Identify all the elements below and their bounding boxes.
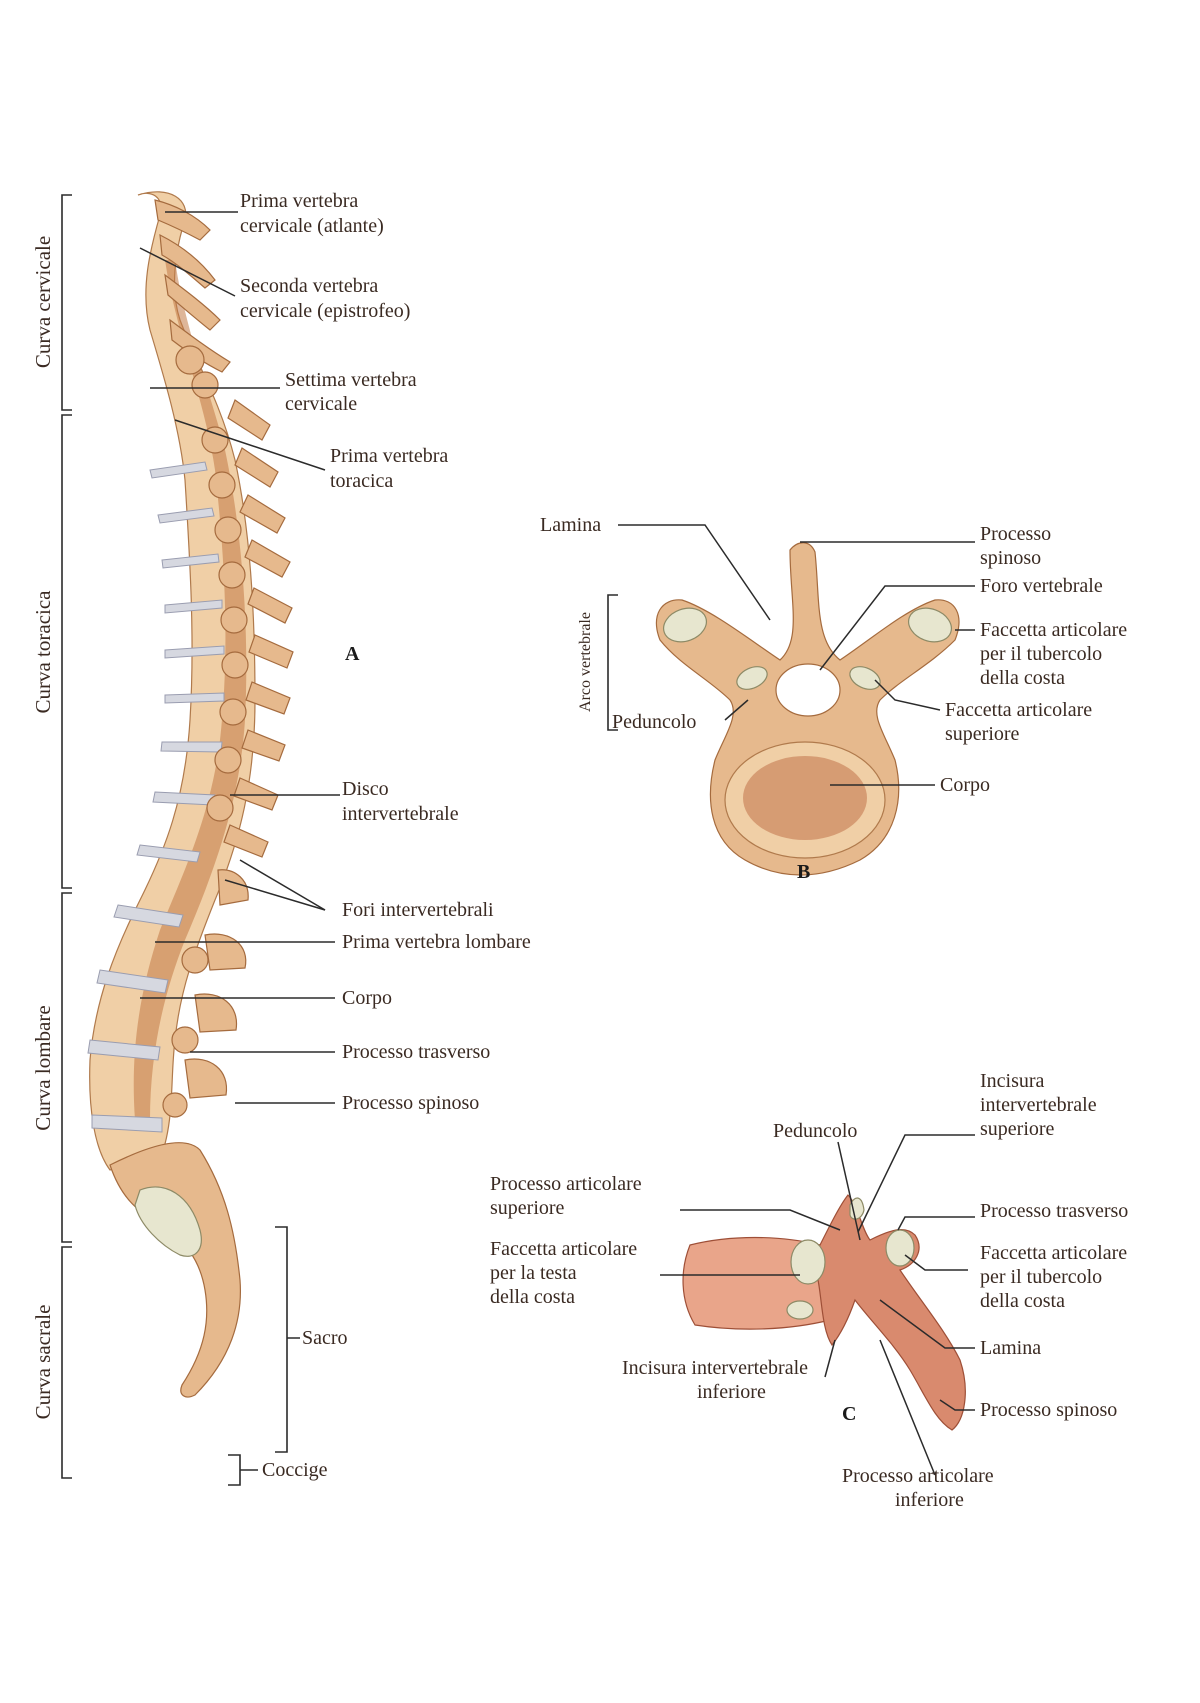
region-label-cervical: Curva cervicale — [31, 236, 55, 368]
bracket-vertebral-arch — [608, 595, 618, 730]
label-body-a: Corpo — [342, 987, 392, 1009]
label-intervertebral-foramina: Fori intervertebrali — [342, 899, 494, 921]
label-first-lumbar: Prima vertebra lombare — [342, 931, 531, 953]
vertebra-b-body-texture — [743, 756, 867, 840]
vertebra-c-head-facet-lower — [787, 1301, 813, 1319]
label-vertebral-foramen: Foro vertebrale — [980, 575, 1103, 597]
vertebra-b-foramen — [776, 664, 840, 716]
figure-letter-b: B — [797, 861, 810, 883]
region-label-lumbar: Curva lombare — [31, 1005, 55, 1130]
vertebra-c-tubercle-facet — [886, 1230, 914, 1266]
region-label-thoracic: Curva toracica — [31, 590, 55, 714]
label-transverse-process-a: Processo trasverso — [342, 1041, 490, 1063]
region-label-sacral: Curva sacrale — [31, 1305, 55, 1420]
vertebra-c-head-facet-upper — [791, 1240, 825, 1284]
vertebra-c-superior-articular — [850, 1198, 864, 1219]
vertebra-superior-view-illustration — [656, 543, 959, 875]
figure-letter-c: C — [842, 1403, 856, 1425]
sacrum-illustration — [110, 1143, 240, 1397]
figure-letter-a: A — [345, 643, 360, 665]
label-vertebral-arch: Arco vertebrale — [577, 612, 594, 712]
vertebra-c-arch — [815, 1195, 965, 1430]
label-pedicle-b: Peduncolo — [612, 711, 696, 733]
label-lamina-c: Lamina — [980, 1337, 1041, 1359]
label-spinous-process-a: Processo spinoso — [342, 1092, 479, 1114]
label-spinous-process-c: Processo spinoso — [980, 1399, 1117, 1421]
label-coccyx: Coccige — [262, 1459, 328, 1481]
label-body-b: Corpo — [940, 774, 990, 796]
label-lamina-b: Lamina — [540, 514, 601, 536]
label-transverse-process-c: Processo trasverso — [980, 1200, 1128, 1222]
label-sacrum: Sacro — [302, 1327, 348, 1349]
label-pedicle-c: Peduncolo — [773, 1120, 857, 1142]
